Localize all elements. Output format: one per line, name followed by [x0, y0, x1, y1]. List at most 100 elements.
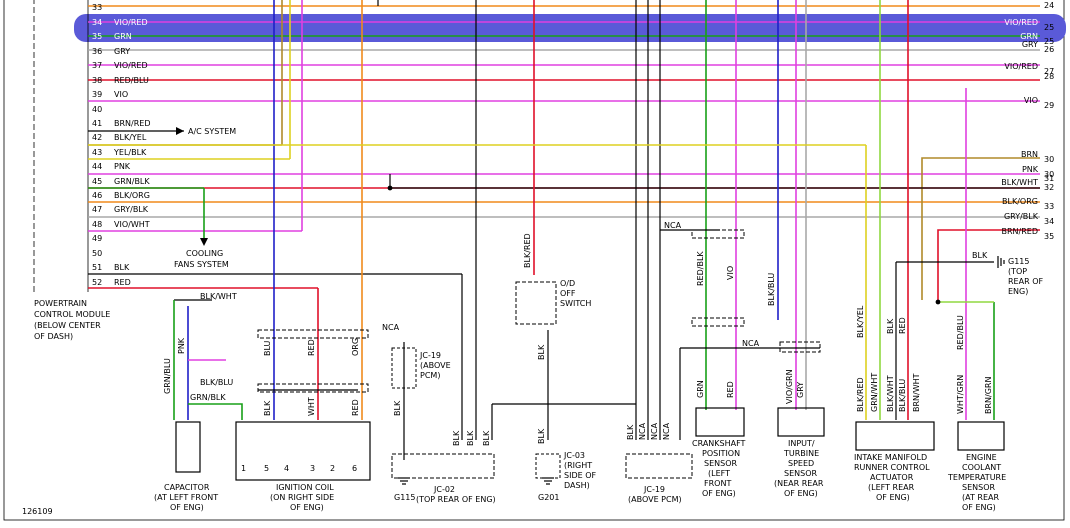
imrc-label-5: OF ENG) [876, 493, 910, 502]
wire-label-org: ORG [351, 338, 360, 356]
wire-label-red-imrc: RED [898, 317, 907, 334]
right-terminal-label: PNK [1022, 165, 1039, 174]
vertical-wires [273, 0, 995, 440]
jc19-bottom-label-1: JC-19 [643, 485, 665, 494]
right-terminal-label: BRN/RED [1002, 227, 1039, 236]
wire-label-nca-jc19b-3: NCA [662, 422, 671, 440]
jc03-label-2: (RIGHT [564, 461, 592, 470]
wire-label-blk-imrc: BLK [886, 318, 895, 334]
right-terminal-number: 33 [1044, 202, 1054, 211]
wire-label-blk-coil: BLK [263, 400, 272, 416]
pcm-pin-number: 36 [92, 47, 102, 56]
jc03-label-3: SIDE OF [564, 471, 596, 480]
right-terminal-label: BLK/ORG [1002, 197, 1038, 206]
wire-label-blk-switch: BLK [537, 344, 546, 360]
wire-label-blk-yel: BLK/YEL [856, 305, 865, 338]
ckp-label-5: FRONT [704, 479, 731, 488]
cooling-fans-line-1: COOLING [186, 249, 223, 258]
coil-number-2: 2 [330, 464, 335, 473]
jc03-label-4: DASH) [564, 481, 590, 490]
pcm-pin-label: VIO/WHT [114, 220, 150, 229]
wire-label-grn-blk: GRN/BLK [190, 393, 226, 402]
wire-label-blk-jc03: BLK [537, 428, 546, 444]
wire-label-grn-ckp: GRN [696, 380, 705, 398]
pcm-pin-number: 40 [92, 105, 102, 114]
pcm-pin-number: 34 [92, 18, 102, 27]
pcm-label-line-3: (BELOW CENTER [34, 321, 101, 330]
pcm-pin-number: 49 [92, 234, 102, 243]
right-terminal-number: 32 [1044, 183, 1054, 192]
ckp-label-2: POSITION [702, 449, 740, 458]
right-terminal-number: 28 [1044, 72, 1054, 81]
g115-right-label-1: G115 [1008, 257, 1029, 266]
ignition-coil-label-1: IGNITION COIL [276, 483, 334, 492]
right-terminal-number: 30 [1044, 170, 1054, 179]
g115-bottom-label: G115 [394, 493, 415, 502]
pcm-pin-number: 50 [92, 249, 102, 258]
pcm-pin-number: 51 [92, 263, 102, 272]
wire-label-red-blu: RED/BLU [956, 315, 965, 350]
turbine-label-6: OF ENG) [784, 489, 818, 498]
turbine-label-4: SENSOR [784, 469, 817, 478]
wire-label-red-blk: RED/BLK [696, 251, 705, 286]
pcm-label-line-4: OF DASH) [34, 332, 73, 341]
turbine-label-1: INPUT/ [788, 439, 815, 448]
right-terminal-label: VIO [1024, 96, 1038, 105]
ckp-label-3: SENSOR [704, 459, 737, 468]
right-terminal-label: GRY/BLK [1004, 212, 1039, 221]
jc19-top-label-1: JC-19 [419, 351, 441, 360]
pcm-pin-number: 45 [92, 177, 102, 186]
wire-label-nca-jc19b-2: NCA [650, 422, 659, 440]
pcm-pin-label: GRY/BLK [114, 205, 149, 214]
splice-dots [387, 185, 941, 305]
coil-number-5: 5 [264, 464, 269, 473]
right-terminal-label: VIO/RED [1004, 18, 1038, 27]
wire-label-blk-blu-ckp: BLK/BLU [767, 273, 776, 306]
jc03-label-1: JC-03 [563, 451, 585, 460]
imrc-label-2: RUNNER CONTROL [854, 463, 930, 472]
imrc-label-1: INTAKE MANIFOLD [854, 453, 927, 462]
ect-label-3: TEMPERATURE [947, 473, 1006, 482]
wire-label-red-ckp: RED [726, 381, 735, 398]
pcm-pin-label: BLK [114, 263, 130, 272]
right-terminal-number: 29 [1044, 101, 1054, 110]
pcm-pin-label: GRY [114, 47, 130, 56]
wire-label-nca: NCA [382, 323, 400, 332]
wire-label-red-2: RED [351, 399, 360, 416]
wire-label-blk-jc02-2: BLK [466, 430, 475, 446]
wire-label-grn-wht: GRN/WHT [870, 373, 879, 412]
ignition-coil-label-3: OF ENG) [290, 503, 324, 512]
jc19-top-label-2: (ABOVE [420, 361, 451, 370]
wire-label-brn-wht: BRN/WHT [912, 373, 921, 412]
capacitor-label-2: (AT LEFT FRONT [154, 493, 218, 502]
pcm-pin-number: 52 [92, 278, 102, 287]
right-terminal-label: GRY [1022, 40, 1038, 49]
ect-label-5: (AT REAR [962, 493, 999, 502]
wire-label-blk-jc19b: BLK [626, 424, 635, 440]
g115-right-label-4: ENG) [1008, 287, 1028, 296]
wire-label-blk-red: BLK/RED [523, 233, 532, 268]
pcm-pin-number: 44 [92, 162, 102, 171]
pcm-pin-label: BLK/ORG [114, 191, 150, 200]
pcm-pin-number: 35 [92, 32, 102, 41]
ckp-label-1: CRANKSHAFT [692, 439, 746, 448]
right-terminal-number: 25 [1044, 23, 1054, 32]
pcm-pin-label: BRN/RED [114, 119, 151, 128]
g201-label: G201 [538, 493, 559, 502]
g115-right-label-3: REAR OF [1008, 277, 1043, 286]
g115-right-label-2: (TOP [1008, 267, 1027, 276]
pcm-pin-number: 42 [92, 133, 102, 142]
right-terminal-number: 27 [1044, 67, 1054, 76]
right-terminal-number: 26 [1044, 45, 1054, 54]
right-terminal-number: 35 [1044, 232, 1054, 241]
jc02-label-1: JC-02 [433, 485, 455, 494]
wire-label-blk-g115: BLK [972, 251, 988, 260]
capacitor-label-1: CAPACITOR [164, 483, 210, 492]
right-terminal-number: 30 [1044, 155, 1054, 164]
wire-label-blk-red-b: BLK/RED [856, 377, 865, 412]
ect-label-6: OF ENG) [962, 503, 996, 512]
right-terminal-label: GRN [1020, 32, 1038, 41]
